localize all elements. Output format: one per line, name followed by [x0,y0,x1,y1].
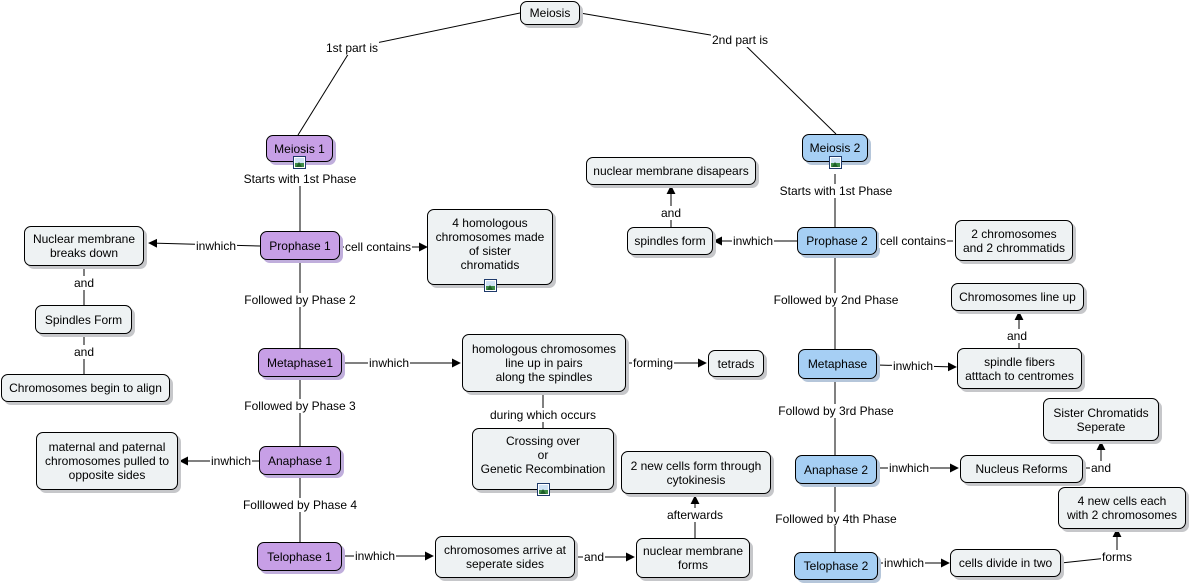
node-chromosomes-align[interactable]: Chromosomes begin to align [1,374,170,402]
node-telophase-1[interactable]: Telophase 1 [257,542,342,571]
link-label-inwhich-prophase-1: inwhich [194,239,238,253]
link-label-inwhich-metaphase-2: inwhich [891,359,935,373]
link-label-forming: forming [631,356,675,370]
link-label-cell-contains-1: cell contains [343,240,413,254]
link-label-followed-phase-2: Followed by Phase 2 [243,293,357,307]
node-spindles-form-1[interactable]: Spindles Form [35,305,132,334]
node-anaphase-2[interactable]: Anaphase 2 [795,455,877,484]
node-maternal-paternal[interactable]: maternal and paternal chromosomes pulled… [36,432,178,490]
link-label-forms: forms [1101,550,1133,564]
node-nucleus-reforms[interactable]: Nucleus Reforms [960,455,1083,483]
link-label-followd-3rd: Followd by 3rd Phase [777,404,895,418]
image-icon[interactable] [484,279,497,292]
link-label-and: and [1089,461,1113,475]
link-label-and: and [582,550,606,564]
node-two-chromosomes[interactable]: 2 chromosomes and 2 chrommatids [955,220,1073,261]
node-spindles-form-2[interactable]: spindles form [627,227,713,255]
link-label-inwhich-anaphase-2: inwhich [887,461,931,475]
node-four-new-cells[interactable]: 4 new cells each with 2 chromosomes [1058,487,1186,529]
node-cells-divide[interactable]: cells divide in two [950,549,1061,577]
link-label-inwhich-metaphase-1: inwhich [367,356,411,370]
node-chromosomes-line-up[interactable]: Chromosomes line up [951,283,1084,311]
node-homologous-line-up[interactable]: homologous chromosomes line up in pairs … [462,334,626,392]
node-anaphase-1[interactable]: Anaphase 1 [259,446,341,475]
node-meiosis[interactable]: Meiosis [520,1,580,25]
node-metaphase-1[interactable]: Metaphase1 [258,348,342,377]
node-chromosomes-arrive[interactable]: chromosomes arrive at seperate sides [435,536,575,578]
node-spindle-fibers[interactable]: spindle fibers atttach to centromes [957,348,1082,389]
link-label-followed-phase-3: Followed by Phase 3 [243,399,357,413]
link-label-during-which-occurs: during which occurs [488,408,598,422]
node-nuclear-membrane-breaks[interactable]: Nuclear membrane breaks down [24,226,144,266]
node-four-homologous[interactable]: 4 homologous chromosomes made of sister … [427,209,553,285]
node-sister-chromatids[interactable]: Sister Chromatids Seperate [1043,398,1159,441]
link-label-followed-4th: Followed by 4th Phase [774,512,898,526]
image-icon[interactable] [537,483,550,496]
link-label-afterwards: afterwards [665,508,725,522]
image-icon[interactable] [829,156,842,169]
node-prophase-1[interactable]: Prophase 1 [260,231,340,260]
node-metaphase-2[interactable]: Metaphase [798,349,877,379]
node-prophase-2[interactable]: Prophase 2 [797,227,877,255]
link-label-starts-2: Starts with 1st Phase [778,184,894,198]
link-label-inwhich-telophase-1: inwhich [353,549,397,563]
link-label-inwhich-telophase-2: inwhich [882,556,926,570]
link-label-inwhich-anaphase-1: inwhich [209,454,253,468]
link-label-followed-phase-4: Folllowed by Phase 4 [241,498,359,512]
image-icon[interactable] [293,156,306,169]
node-nuclear-membrane-forms[interactable]: nuclear membrane forms [636,538,750,578]
node-telophase-2[interactable]: Telophase 2 [794,552,878,580]
link-label-and: and [659,206,683,220]
link-label-first-part: 1st part is [324,41,380,55]
link-label-and: and [72,276,96,290]
link-label-and: and [1005,329,1029,343]
link-label-followed-2nd: Followed by 2nd Phase [772,293,900,307]
link-label-second-part: 2nd part is [710,33,770,47]
link-label-cell-contains-2: cell contains [878,234,948,248]
link-label-starts-1: Starts with 1st Phase [242,172,358,186]
node-two-new-cells[interactable]: 2 new cells form through cytokinesis [621,451,771,494]
link-label-inwhich-prophase-2: inwhich [731,234,775,248]
node-nuclear-membrane-disappears[interactable]: nuclear membrane disapears [586,157,756,185]
link-label-and: and [72,345,96,359]
node-crossing-over[interactable]: Crossing over or Genetic Recombination [472,428,614,490]
node-tetrads[interactable]: tetrads [708,350,764,377]
